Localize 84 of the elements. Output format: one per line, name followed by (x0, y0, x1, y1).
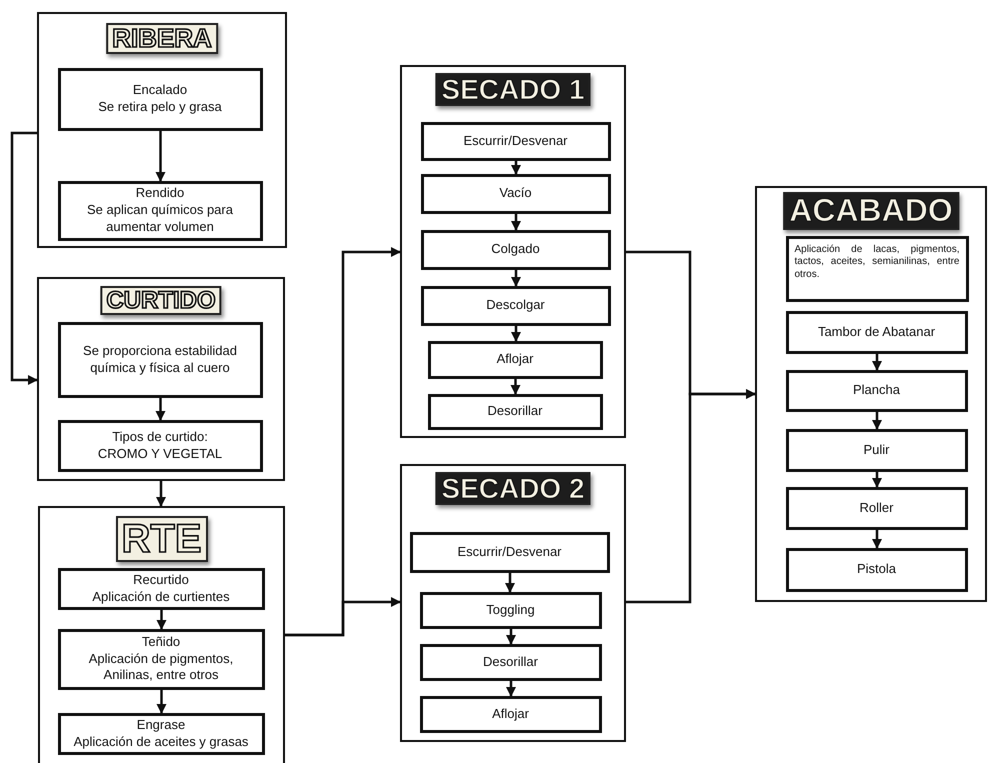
arrow (506, 681, 516, 697)
step-text: Desorillar (483, 654, 538, 670)
step-text: Aflojar (496, 351, 534, 368)
process-box (786, 236, 968, 302)
step-text: Descolgar (486, 297, 545, 314)
process-box (58, 420, 262, 472)
stage-group-box (37, 277, 285, 481)
process-box (420, 174, 610, 214)
process-box (420, 644, 602, 680)
step-text: Tambor de Abatanar (818, 324, 936, 340)
stage-title-banner: SECADO 2 (435, 472, 591, 506)
step-text: Colgado (491, 241, 540, 258)
process-box (58, 180, 262, 240)
process-box (420, 122, 610, 160)
arrow (10, 132, 38, 385)
step-text: Aflojar (492, 706, 529, 722)
stage-group-box (400, 464, 626, 742)
process-box (58, 628, 264, 690)
step-title: Encalado (132, 82, 188, 99)
step-title: Recurtido (133, 572, 189, 588)
stage-group-box (37, 12, 287, 248)
process-box (420, 286, 610, 326)
step-text: Roller (860, 500, 894, 516)
step-text: Aplicación de aceites y grasas (74, 734, 248, 750)
stage-group-box (400, 65, 626, 438)
step-text: Aplicación de pigmentos, Anilinas, entre otros (88, 650, 234, 684)
step-text: Se proporciona estabilidad química y física al cuero (82, 342, 238, 376)
arrow (505, 573, 515, 593)
stage-group-box (38, 506, 285, 763)
step-title: Tipos de curtido: (112, 428, 208, 446)
process-box (786, 310, 968, 354)
arrow (872, 354, 882, 371)
arrow (156, 131, 166, 182)
process-box (786, 428, 968, 472)
process-box (420, 592, 602, 628)
process-box (58, 68, 262, 130)
step-title: Rendido (136, 185, 184, 202)
step-text: Toggling (486, 602, 535, 618)
arrow (156, 610, 166, 630)
stage-title-banner: SECADO 1 (435, 73, 591, 106)
arrow (156, 690, 166, 714)
arrow (626, 389, 756, 604)
process-box (786, 370, 968, 412)
step-text: Pulir (863, 442, 890, 458)
step-text: Pistola (856, 561, 896, 578)
process-box (786, 486, 968, 530)
step-text: CROMO Y VEGETAL (98, 446, 222, 462)
arrow (511, 270, 521, 287)
stage-title-banner: RIBERA (106, 23, 218, 54)
step-text: Desorillar (488, 403, 542, 420)
step-text: Se retira pelo y grasa (98, 99, 222, 116)
arrow (506, 629, 516, 645)
step-text: Escurrir/Desvenar (457, 544, 562, 560)
stage-title-banner: RTE (116, 516, 208, 562)
process-box (420, 696, 602, 732)
process-box (786, 548, 968, 592)
step-text: Aplicación de lacas, pigmentos, tactos, aceites, semianilinas, entre otros. (794, 244, 960, 281)
process-box (428, 394, 602, 430)
arrow (872, 530, 882, 549)
process-box (410, 532, 610, 572)
step-text: Escurrir/Desvenar (463, 132, 568, 150)
process-box (58, 568, 264, 610)
process-box (58, 322, 262, 398)
step-text: Se aplican químicos para aumentar volumen (86, 202, 234, 236)
process-box (58, 712, 264, 754)
arrow (511, 214, 521, 231)
arrow (510, 379, 520, 395)
stage-title-banner: CURTIDO (100, 286, 222, 316)
stage-title-banner: ACABADO (783, 192, 959, 230)
step-title: Teñido (142, 634, 180, 651)
arrow (872, 412, 882, 430)
arrow (156, 398, 166, 421)
step-text: Vacío (499, 185, 532, 202)
arrow (511, 161, 521, 175)
arrow (285, 597, 401, 636)
arrow (511, 326, 521, 342)
arrow (872, 472, 882, 488)
step-title: Engrase (136, 716, 186, 734)
step-text: Aplicación de curtientes (92, 588, 230, 606)
process-box (428, 340, 602, 378)
process-box (420, 230, 610, 270)
stage-group-box (755, 186, 987, 602)
arrow (156, 481, 166, 507)
step-text: Plancha (853, 382, 900, 399)
